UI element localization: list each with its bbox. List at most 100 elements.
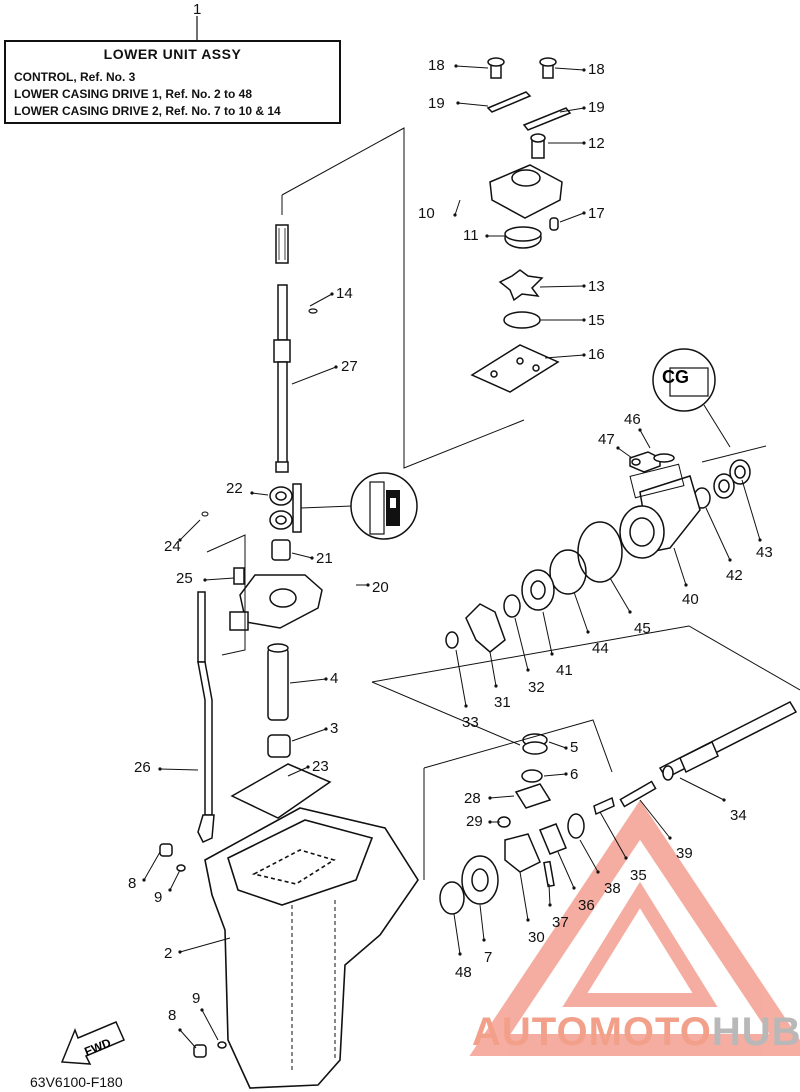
callout-leader-32 bbox=[548, 741, 567, 749]
callout-dot-50 bbox=[200, 1008, 204, 1012]
callout-leader-49 bbox=[453, 913, 461, 955]
callout-leader-16 bbox=[251, 492, 269, 496]
callout-dot-40 bbox=[624, 856, 628, 860]
callout-number: 6 bbox=[570, 766, 578, 783]
callout-dot-35 bbox=[564, 772, 568, 776]
callout-dot-21 bbox=[203, 578, 207, 582]
callout-leader-44 bbox=[169, 869, 181, 891]
woodruff-key bbox=[308, 308, 318, 314]
cg-detail-inset: CG bbox=[652, 348, 716, 412]
callout-dot-6 bbox=[453, 213, 457, 217]
callout-dot-46 bbox=[526, 918, 530, 922]
callout-number: 5 bbox=[570, 739, 578, 756]
callout-number: 44 bbox=[592, 640, 609, 657]
callout-leader-47 bbox=[179, 937, 231, 953]
prop-shaft-housing bbox=[445, 451, 751, 653]
callout-leader-11 bbox=[544, 354, 585, 359]
callout-dot-2 bbox=[582, 68, 586, 72]
callout-number: 24 bbox=[164, 538, 181, 555]
callout-dot-48 bbox=[482, 938, 486, 942]
callout-number: 41 bbox=[556, 662, 573, 679]
bearings-22 bbox=[269, 483, 302, 533]
callout-number: 16 bbox=[588, 346, 605, 363]
lower-casing bbox=[204, 807, 419, 1089]
callout-number: 36 bbox=[578, 897, 595, 914]
callout-number: 17 bbox=[588, 205, 605, 222]
assembly-title: LOWER UNIT ASSY bbox=[103, 46, 242, 62]
callout-number: 13 bbox=[588, 278, 605, 295]
callout-leader-39 bbox=[639, 799, 671, 839]
callout-leader-40 bbox=[599, 811, 627, 859]
callout-number: 39 bbox=[676, 845, 693, 862]
callout-dot-32 bbox=[564, 746, 568, 750]
callout-dot-23 bbox=[684, 583, 688, 587]
callout-number: 47 bbox=[598, 431, 615, 448]
callout-leader-45 bbox=[548, 883, 551, 906]
callout-leader-12 bbox=[309, 293, 333, 307]
callout-dot-39 bbox=[668, 836, 672, 840]
callout-dot-7 bbox=[582, 211, 586, 215]
callout-number: 43 bbox=[756, 544, 773, 561]
callout-leader-36 bbox=[489, 795, 515, 799]
callout-dot-42 bbox=[142, 878, 146, 882]
callout-number: 14 bbox=[336, 285, 353, 302]
assembly-ref-line-2: LOWER CASING DRIVE 1, Ref. No. 2 to 48 bbox=[14, 87, 253, 101]
callout-leader-48 bbox=[479, 904, 485, 941]
callout-leader-13 bbox=[291, 366, 337, 385]
callout-dot-4 bbox=[582, 106, 586, 110]
callout-number: 19 bbox=[588, 99, 605, 116]
callout-dot-9 bbox=[582, 284, 586, 288]
callout-number: 37 bbox=[552, 914, 569, 931]
callout-leader-6 bbox=[454, 199, 461, 216]
callout-number: 21 bbox=[316, 550, 333, 567]
callout-dot-26 bbox=[550, 652, 554, 656]
callout-dot-33 bbox=[158, 767, 162, 771]
callout-number: 23 bbox=[312, 758, 329, 775]
callout-leader-14 bbox=[639, 429, 651, 449]
callout-dot-30 bbox=[324, 677, 328, 681]
callout-leader-23 bbox=[673, 547, 687, 586]
callout-leader-46 bbox=[519, 871, 529, 921]
callout-leader-24 bbox=[609, 577, 631, 613]
callout-number: 8 bbox=[128, 875, 136, 892]
callout-number: 48 bbox=[455, 964, 472, 981]
callout-dot-11 bbox=[582, 353, 586, 357]
callout-leader-51 bbox=[179, 1029, 197, 1049]
callout-number: 31 bbox=[494, 694, 511, 711]
callout-leader-35 bbox=[543, 773, 567, 777]
callout-number: 46 bbox=[624, 411, 641, 428]
water-pump bbox=[470, 57, 572, 393]
callout-leader-43 bbox=[557, 851, 575, 889]
callout-leader-37 bbox=[679, 777, 725, 801]
watermark-part-2: MOTO bbox=[588, 1010, 712, 1054]
callout-leader-34 bbox=[287, 766, 309, 777]
callout-leader-17 bbox=[741, 479, 761, 541]
figure-code: 63V6100-F180 bbox=[30, 1074, 123, 1090]
callout-dot-44 bbox=[168, 888, 172, 892]
water-tube bbox=[267, 643, 291, 758]
callout-leader-31 bbox=[291, 728, 327, 742]
callout-leader-28 bbox=[489, 651, 497, 687]
callout-dot-25 bbox=[586, 630, 590, 634]
forward-arrow-icon: FWD bbox=[60, 1021, 125, 1065]
callout-number: 3 bbox=[330, 720, 338, 737]
callout-dot-47 bbox=[178, 950, 182, 954]
callout-dot-27 bbox=[526, 668, 530, 672]
callout-number: 42 bbox=[726, 567, 743, 584]
callout-leader-19 bbox=[291, 552, 313, 559]
callout-number: 18 bbox=[428, 57, 445, 74]
callout-dot-43 bbox=[572, 886, 576, 890]
callout-number: 19 bbox=[428, 95, 445, 112]
callout-number: 11 bbox=[463, 227, 479, 244]
callout-dot-3 bbox=[456, 101, 460, 105]
callout-leader-15 bbox=[617, 447, 633, 459]
callout-1: 1 bbox=[193, 1, 201, 18]
callout-number: 15 bbox=[588, 312, 605, 329]
lower-gearset bbox=[439, 733, 585, 915]
callout-leader-50 bbox=[201, 1009, 219, 1041]
callout-dot-41 bbox=[596, 870, 600, 874]
callout-leader-26 bbox=[542, 611, 553, 655]
callout-leader-29 bbox=[455, 649, 467, 707]
callout-number: 8 bbox=[168, 1007, 176, 1024]
callout-dot-18 bbox=[178, 538, 182, 542]
